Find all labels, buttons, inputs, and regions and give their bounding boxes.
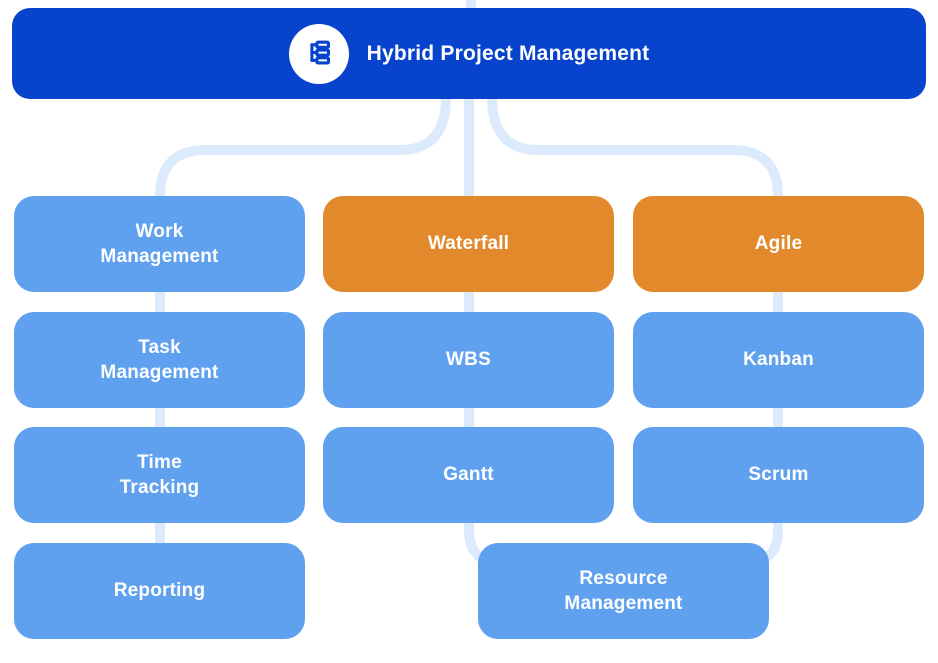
node-gantt: Gantt — [323, 427, 614, 523]
connector-left-branch — [155, 96, 451, 545]
node-task-management: Task Management — [14, 312, 305, 408]
node-time-tracking: Time Tracking — [14, 427, 305, 523]
node-wbs: WBS — [323, 312, 614, 408]
node-resource-management: Resource Management — [478, 543, 769, 639]
diagram-title: Hybrid Project Management — [366, 41, 650, 65]
wbs-tree-icon — [288, 23, 349, 84]
node-hybrid-project-management: Hybrid Project Management — [12, 8, 926, 99]
connector-right-branch — [487, 96, 783, 568]
node-waterfall: Waterfall — [323, 196, 614, 292]
node-reporting: Reporting — [14, 543, 305, 639]
node-work-management: Work Management — [14, 196, 305, 292]
node-kanban: Kanban — [633, 312, 924, 408]
node-scrum: Scrum — [633, 427, 924, 523]
node-agile: Agile — [633, 196, 924, 292]
